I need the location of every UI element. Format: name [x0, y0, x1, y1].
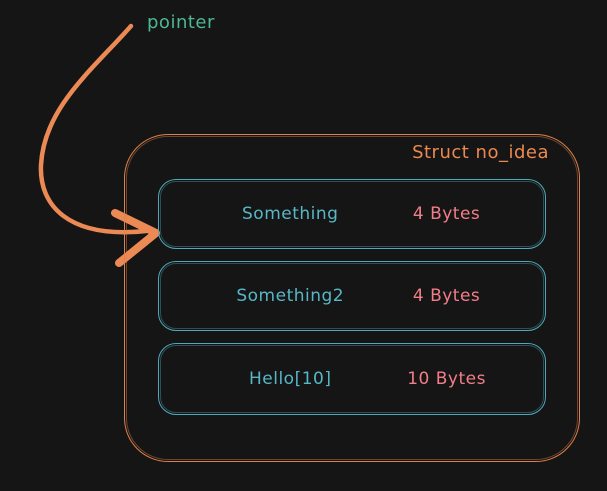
field-name: Hello[10]: [248, 369, 332, 389]
struct-title: Struct no_idea: [412, 142, 549, 163]
struct-field-row: Hello[10] 10 Bytes: [158, 343, 546, 415]
struct-field-row: Something 4 Bytes: [158, 179, 546, 249]
field-name: Something: [242, 204, 339, 224]
field-size: 4 Bytes: [412, 286, 481, 306]
pointer-label: pointer: [147, 12, 215, 33]
field-name: Something2: [236, 286, 345, 306]
struct-fields: Something 4 Bytes Something2 4 Bytes Hel…: [158, 179, 546, 415]
field-size: 4 Bytes: [412, 204, 481, 224]
field-size: 10 Bytes: [407, 369, 486, 389]
struct-box: Struct no_idea Something 4 Bytes Somethi…: [124, 134, 580, 462]
struct-field-row: Something2 4 Bytes: [158, 261, 546, 331]
